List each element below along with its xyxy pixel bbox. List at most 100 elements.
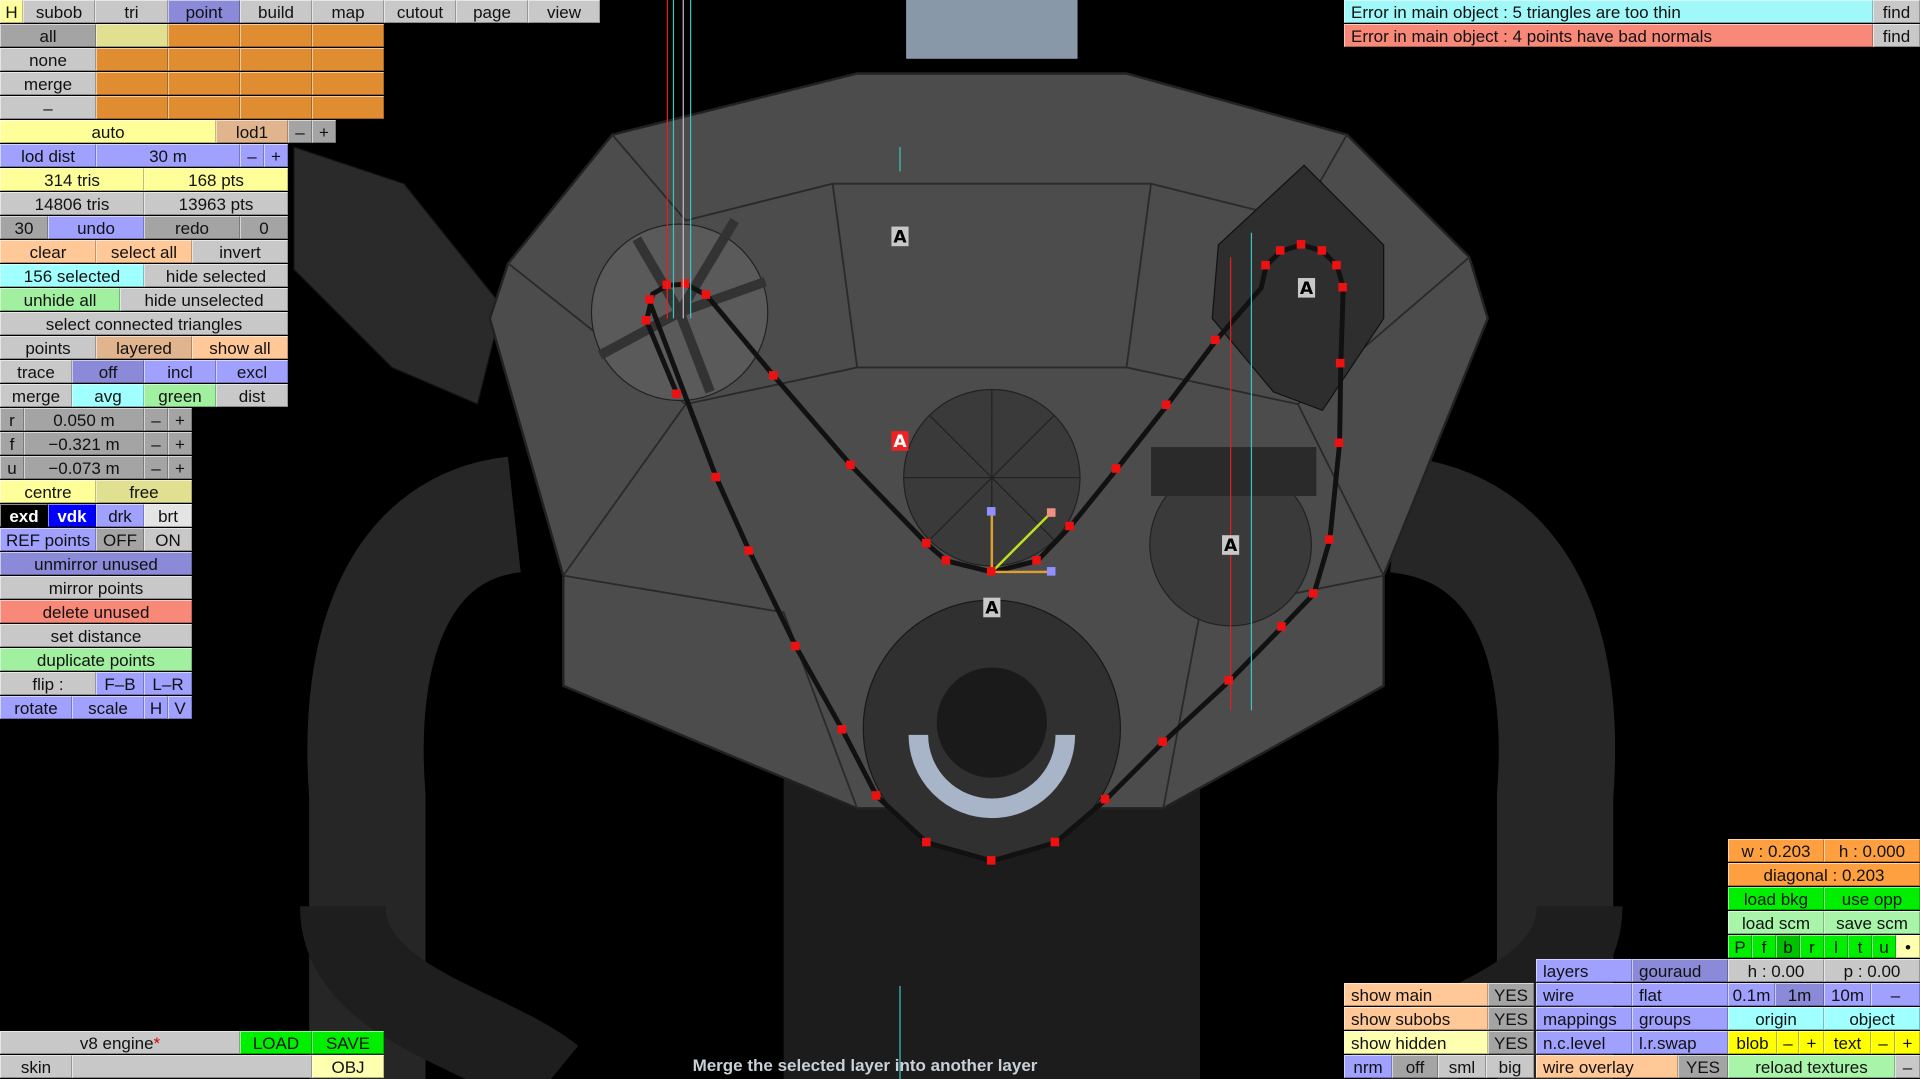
flip-lr-button[interactable]: L–R: [144, 672, 192, 695]
use-opp-button[interactable]: use opp: [1824, 887, 1920, 910]
flip-fb-button[interactable]: F–B: [96, 672, 144, 695]
load-button[interactable]: LOAD: [240, 1031, 312, 1054]
layer-slot[interactable]: [312, 48, 384, 71]
lod-minus-button[interactable]: –: [288, 120, 312, 143]
duplicate-points-button[interactable]: duplicate points: [0, 648, 192, 671]
object-button[interactable]: object: [1824, 1007, 1920, 1030]
layered-button[interactable]: layered: [96, 336, 192, 359]
gouraud-button[interactable]: gouraud: [1632, 959, 1728, 982]
tab-build[interactable]: build: [240, 0, 312, 23]
layer-none-button[interactable]: none: [0, 48, 96, 71]
axis-gizmo[interactable]: [986, 507, 1056, 576]
tab-cutout[interactable]: cutout: [384, 0, 456, 23]
find-bad-normals-button[interactable]: find: [1873, 24, 1920, 47]
wire-overlay-toggle[interactable]: YES: [1678, 1055, 1728, 1078]
layer-slot[interactable]: [96, 24, 168, 47]
trace-excl-button[interactable]: excl: [216, 360, 288, 383]
invert-button[interactable]: invert: [192, 240, 288, 263]
set-distance-button[interactable]: set distance: [0, 624, 192, 647]
tab-map[interactable]: map: [312, 0, 384, 23]
undo-button[interactable]: undo: [48, 216, 144, 239]
brightness-drk[interactable]: drk: [96, 504, 144, 527]
flat-button[interactable]: flat: [1632, 983, 1728, 1006]
lod-level[interactable]: lod1: [216, 120, 288, 143]
layer-slot[interactable]: [240, 48, 312, 71]
v-button[interactable]: V: [168, 696, 192, 719]
layer-merge-button[interactable]: merge: [0, 72, 96, 95]
layer-slot[interactable]: [96, 72, 168, 95]
hide-selected-button[interactable]: hide selected: [144, 264, 288, 287]
ref-points-off[interactable]: OFF: [96, 528, 144, 551]
tab-tri[interactable]: tri: [95, 0, 168, 23]
show-subobs-toggle[interactable]: YES: [1488, 1007, 1534, 1030]
show-all-button[interactable]: show all: [192, 336, 288, 359]
view-dot-icon[interactable]: •: [1896, 935, 1920, 958]
view-right[interactable]: r: [1800, 935, 1824, 958]
grid-10m[interactable]: 10m: [1824, 983, 1871, 1006]
clear-button[interactable]: clear: [0, 240, 96, 263]
view-top[interactable]: t: [1848, 935, 1872, 958]
layer-slot[interactable]: [240, 72, 312, 95]
layer-slot[interactable]: [168, 96, 240, 119]
normals-big[interactable]: big: [1486, 1055, 1534, 1078]
centre-button[interactable]: centre: [0, 480, 96, 503]
view-perspective[interactable]: P: [1728, 935, 1752, 958]
tab-h[interactable]: H: [0, 0, 23, 23]
points-button[interactable]: points: [0, 336, 96, 359]
view-left[interactable]: l: [1824, 935, 1848, 958]
free-button[interactable]: free: [96, 480, 192, 503]
brightness-vdk[interactable]: vdk: [48, 504, 96, 527]
hide-unselected-button[interactable]: hide unselected: [120, 288, 288, 311]
layer-all-button[interactable]: all: [0, 24, 96, 47]
layers-button[interactable]: layers: [1536, 959, 1632, 982]
tab-subob[interactable]: subob: [23, 0, 95, 23]
layer-minus-button[interactable]: –: [0, 96, 96, 119]
merge-dist-button[interactable]: dist: [216, 384, 288, 407]
lod-auto-button[interactable]: auto: [0, 120, 216, 143]
ref-points-on[interactable]: ON: [144, 528, 192, 551]
trace-incl-button[interactable]: incl: [144, 360, 216, 383]
brightness-brt[interactable]: brt: [144, 504, 192, 527]
layer-slot[interactable]: [96, 48, 168, 71]
reload-minus[interactable]: –: [1895, 1055, 1920, 1078]
layer-slot[interactable]: [312, 96, 384, 119]
show-hidden-toggle[interactable]: YES: [1488, 1031, 1534, 1054]
lod-plus-button[interactable]: +: [312, 120, 336, 143]
coord-r-value[interactable]: 0.050 m: [24, 408, 144, 431]
save-scm-button[interactable]: save scm: [1824, 911, 1920, 934]
lod-dist-minus[interactable]: –: [240, 144, 264, 167]
view-under[interactable]: u: [1872, 935, 1896, 958]
selected-points[interactable]: [641, 240, 1347, 865]
text-minus[interactable]: –: [1871, 1031, 1895, 1054]
nc-level-button[interactable]: n.c.level: [1536, 1031, 1632, 1054]
select-all-button[interactable]: select all: [96, 240, 192, 263]
layer-slot[interactable]: [240, 96, 312, 119]
redo-button[interactable]: redo: [144, 216, 240, 239]
coord-f-value[interactable]: −0.321 m: [24, 432, 144, 455]
coord-u-minus[interactable]: –: [144, 456, 168, 479]
lod-dist-value[interactable]: 30 m: [96, 144, 240, 167]
load-bkg-button[interactable]: load bkg: [1728, 887, 1824, 910]
groups-button[interactable]: groups: [1632, 1007, 1728, 1030]
view-back[interactable]: b: [1776, 935, 1800, 958]
load-scm-button[interactable]: load scm: [1728, 911, 1824, 934]
lod-dist-plus[interactable]: +: [264, 144, 288, 167]
coord-f-plus[interactable]: +: [168, 432, 192, 455]
coord-u-value[interactable]: −0.073 m: [24, 456, 144, 479]
layer-slot[interactable]: [168, 48, 240, 71]
coord-u-plus[interactable]: +: [168, 456, 192, 479]
skin-field[interactable]: [72, 1055, 312, 1078]
merge-green-button[interactable]: green: [144, 384, 216, 407]
find-thin-triangles-button[interactable]: find: [1873, 0, 1920, 23]
tab-point[interactable]: point: [168, 0, 240, 23]
mirror-points-button[interactable]: mirror points: [0, 576, 192, 599]
layer-slot[interactable]: [240, 24, 312, 47]
mappings-button[interactable]: mappings: [1536, 1007, 1632, 1030]
coord-f-minus[interactable]: –: [144, 432, 168, 455]
brightness-exd[interactable]: exd: [0, 504, 48, 527]
grid-0.1m[interactable]: 0.1m: [1728, 983, 1775, 1006]
view-front[interactable]: f: [1752, 935, 1776, 958]
h-button[interactable]: H: [144, 696, 168, 719]
coord-r-plus[interactable]: +: [168, 408, 192, 431]
